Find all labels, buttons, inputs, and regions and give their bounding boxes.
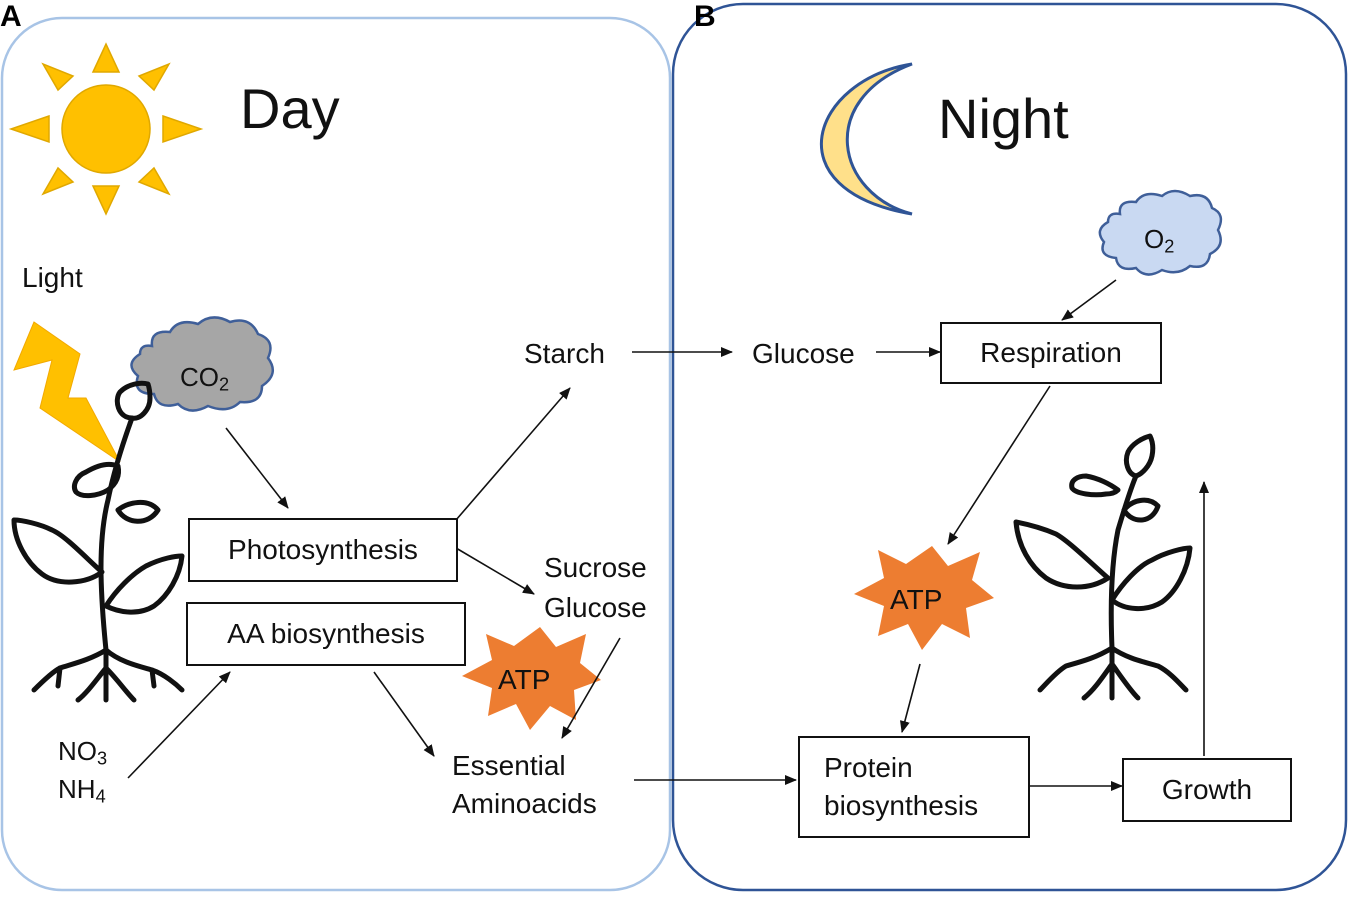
arrow-glucose-to-essential: [561, 637, 621, 739]
growth-label: Growth: [1161, 774, 1253, 805]
no3-main-text: NO: [58, 736, 97, 766]
sun-icon: [8, 42, 204, 216]
no3-subscript: 3: [97, 748, 108, 769]
night-title: Night: [938, 87, 1069, 150]
glucose-night-label: Glucose: [752, 338, 855, 369]
plant-icon-day: [11, 380, 185, 703]
arrow-atp-to-protein: [899, 663, 921, 733]
atp-burst-icon-day: [462, 627, 601, 730]
protein-label-line1: Protein: [824, 752, 913, 783]
plant-icon-night: [1013, 433, 1193, 701]
co2-label: CO2: [180, 362, 229, 396]
o2-main-text: O: [1144, 224, 1165, 254]
protein-label-line2: biosynthesis: [824, 790, 979, 821]
atp-night-label: ATP: [890, 584, 943, 615]
nh4-label: NH4: [58, 774, 106, 808]
o2-subscript: 2: [1164, 236, 1175, 257]
day-title: Day: [240, 77, 340, 140]
growth-box: Growth: [1122, 758, 1292, 822]
panel-b-label: B: [694, 0, 716, 33]
arrow-o2-to-respiration: [1061, 279, 1117, 321]
nh4-subscript: 4: [95, 786, 106, 807]
panel-a-label: A: [0, 0, 22, 33]
respiration-label: Respiration: [980, 337, 1122, 368]
protein-biosynthesis-box: Protein biosynthesis: [798, 736, 1030, 838]
no3-label: NO3: [58, 736, 107, 770]
glucose-day-label: Glucose: [544, 592, 647, 623]
arrow-aa-to-essential: [373, 671, 435, 757]
o2-cloud-icon: [1098, 189, 1223, 276]
moon-icon: [819, 62, 913, 216]
sucrose-label: Sucrose: [544, 552, 647, 583]
aa-biosynthesis-label: AA biosynthesis: [227, 618, 425, 649]
atp-day-label: ATP: [498, 664, 551, 695]
photosynthesis-box: Photosynthesis: [188, 518, 458, 582]
nh4-main-text: NH: [58, 774, 96, 804]
aa-biosynthesis-box: AA biosynthesis: [186, 602, 466, 666]
light-label: Light: [22, 262, 83, 293]
arrow-nitrogen-to-aa: [127, 671, 231, 779]
arrows: [127, 279, 1209, 791]
atp-burst-icon-night: [854, 546, 994, 650]
o2-label: O2: [1144, 224, 1174, 258]
aminoacids-label: Aminoacids: [452, 788, 597, 819]
essential-label: Essential: [452, 750, 566, 781]
co2-main-text: CO: [180, 362, 219, 392]
arrow-co2-to-photosynthesis: [225, 427, 289, 509]
arrow-photosynthesis-to-sucrose: [455, 547, 535, 595]
arrow-photosynthesis-to-starch: [455, 387, 571, 521]
photosynthesis-label: Photosynthesis: [228, 534, 418, 565]
co2-cloud-icon: [130, 316, 275, 412]
arrow-respiration-to-atp: [947, 385, 1051, 545]
co2-subscript: 2: [219, 374, 230, 395]
starch-label: Starch: [524, 338, 605, 369]
respiration-box: Respiration: [940, 322, 1162, 384]
